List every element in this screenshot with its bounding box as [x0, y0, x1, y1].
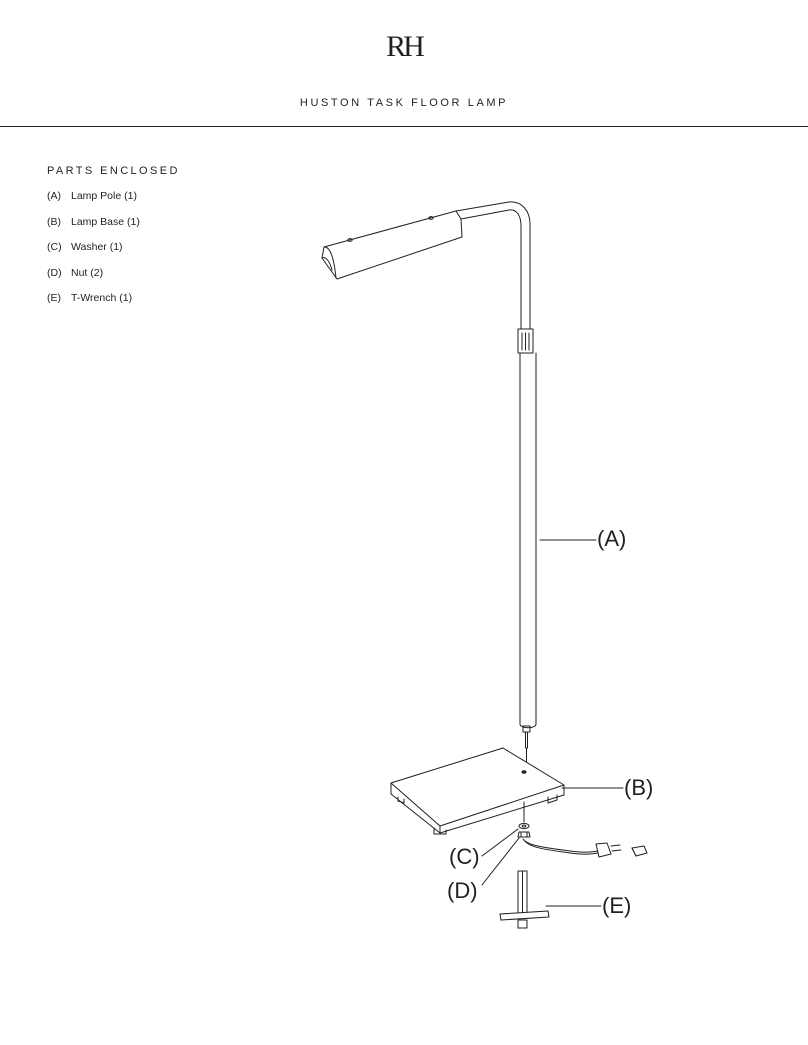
lamp-shade	[321, 210, 463, 280]
lamp-pole	[519, 352, 537, 771]
callout-c: (C)	[449, 844, 480, 869]
part-name: Lamp Base (1)	[71, 215, 140, 228]
power-cord	[522, 838, 648, 858]
pole-joint	[517, 328, 534, 354]
brand-logo: RH	[386, 30, 425, 63]
part-letter: (B)	[47, 215, 61, 228]
list-item: (A) Lamp Pole (1)	[47, 190, 140, 216]
list-item: (B) Lamp Base (1)	[47, 216, 140, 242]
callout-leaders	[481, 539, 624, 907]
document-title: HUSTON TASK FLOOR LAMP	[299, 97, 509, 109]
list-item: (E) T-Wrench (1)	[47, 292, 140, 318]
callout-e: (E)	[602, 893, 632, 918]
part-name: Nut (2)	[71, 266, 104, 279]
part-letter: (A)	[47, 190, 61, 202]
washer-and-nut	[517, 801, 531, 838]
callout-a: (A)	[597, 526, 627, 551]
callout-b: (B)	[624, 775, 654, 800]
list-item: (C) Washer (1)	[47, 241, 140, 267]
part-name: Washer (1)	[71, 241, 123, 253]
lamp-arm	[455, 201, 531, 331]
part-letter: (E)	[47, 292, 61, 304]
parts-list: (A) Lamp Pole (1) (B) Lamp Base (1) (C) Was…	[47, 190, 140, 318]
part-name: Lamp Pole (1)	[71, 190, 137, 202]
part-letter: (D)	[47, 266, 62, 279]
callout-d: (D)	[447, 878, 478, 903]
t-wrench	[499, 870, 550, 929]
lamp-base	[390, 747, 565, 835]
part-letter: (C)	[47, 241, 62, 253]
list-item: (D) Nut (2)	[47, 267, 140, 293]
header-divider	[0, 126, 808, 127]
part-name: T-Wrench (1)	[71, 292, 133, 304]
parts-heading: PARTS ENCLOSED	[47, 165, 180, 177]
